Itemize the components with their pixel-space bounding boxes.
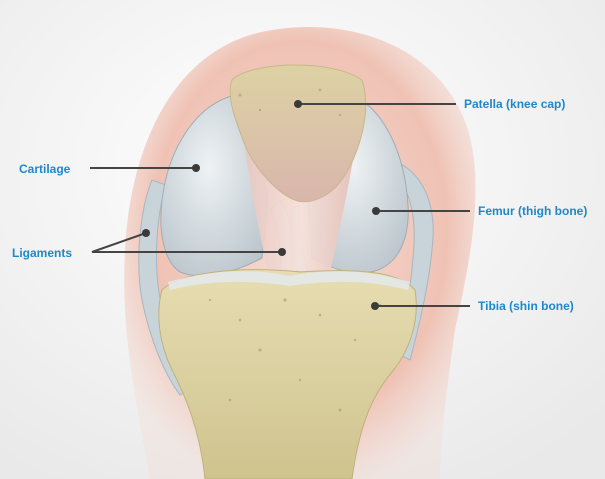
dot-tibia (371, 302, 379, 310)
dot-femur (372, 207, 380, 215)
dot-cartilage (192, 164, 200, 172)
ligaments-label: Ligaments (12, 246, 72, 260)
tibia-label: Tibia (shin bone) (478, 299, 574, 313)
dot-ligaments-upper (142, 229, 150, 237)
femur-label: Femur (thigh bone) (478, 204, 587, 218)
patella-label: Patella (knee cap) (464, 97, 565, 111)
cartilage-label: Cartilage (19, 162, 70, 176)
dot-patella (294, 100, 302, 108)
dot-ligaments-lower (278, 248, 286, 256)
